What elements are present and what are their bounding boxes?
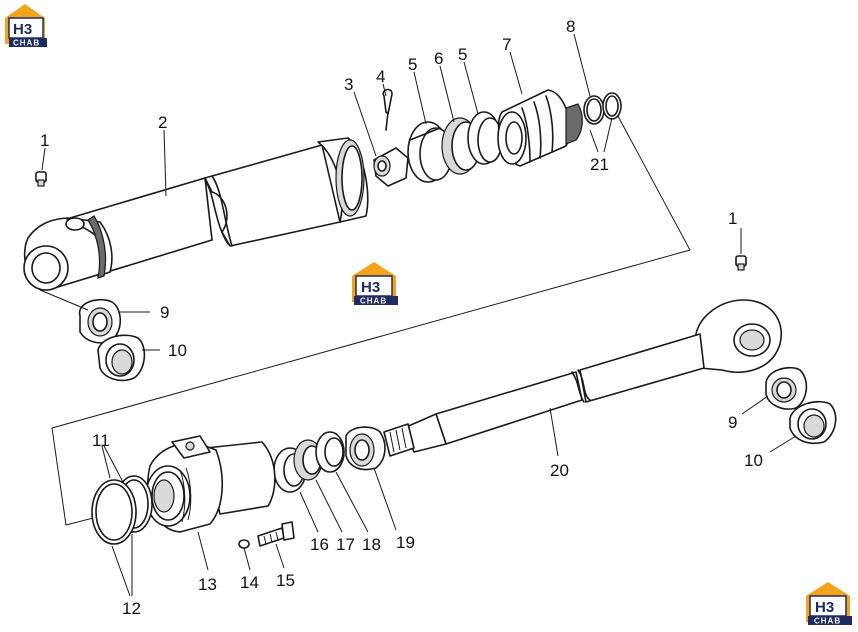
backup-ring-12	[91, 479, 137, 545]
wear-ring-18	[315, 431, 345, 473]
buffer-ring-17	[293, 439, 323, 481]
logo-mark: H3	[361, 279, 380, 296]
callout-3: 3	[344, 75, 353, 94]
logo-center: H3 CHAB	[352, 262, 398, 306]
lock-nut	[373, 147, 409, 187]
callout-1-top: 1	[40, 131, 49, 150]
cylinder-head	[145, 435, 276, 533]
callout-1-rod: 1	[728, 209, 737, 228]
callout-5a: 5	[408, 55, 417, 74]
piston-rod	[383, 299, 783, 457]
logo-mark: H3	[13, 21, 32, 38]
callout-19: 19	[396, 533, 415, 552]
callout-4: 4	[376, 67, 385, 86]
callout-7: 7	[502, 35, 511, 54]
callout-16: 16	[310, 535, 329, 554]
callout-5b: 5	[458, 45, 467, 64]
cylinder-barrel	[23, 137, 369, 291]
callout-17: 17	[336, 535, 355, 554]
callout-11: 11	[92, 431, 110, 450]
callouts: 1 2 3 4 5 6 5 7 8 21 9 10 1 9 10 20 11 1…	[40, 17, 763, 618]
o-ring-8	[583, 95, 605, 125]
logo-word: CHAB	[360, 297, 387, 306]
spherical-bearing-top	[78, 298, 122, 344]
piston-ring-5b	[467, 111, 503, 165]
callout-10-rod: 10	[744, 451, 763, 470]
callout-6: 6	[434, 49, 443, 68]
bolt-15	[257, 521, 295, 547]
callout-12: 12	[122, 599, 141, 618]
callout-18: 18	[362, 535, 381, 554]
cotter-pin	[382, 88, 393, 131]
callout-13: 13	[198, 575, 217, 594]
lock-washer-14	[238, 539, 250, 549]
spherical-bearing-rod	[765, 366, 808, 410]
grease-fitting-rod	[735, 255, 747, 271]
backup-ring-21	[602, 92, 622, 120]
callout-14: 14	[240, 573, 259, 592]
logo-mark: H3	[815, 599, 834, 616]
callout-8: 8	[566, 17, 575, 36]
callout-15: 15	[276, 571, 295, 590]
grease-fitting-top	[35, 171, 47, 187]
callout-10-top: 10	[168, 341, 187, 360]
dust-seal-top	[97, 334, 146, 382]
dust-seal-rod	[789, 400, 837, 444]
wiper-19	[345, 426, 386, 471]
piston	[497, 89, 583, 167]
callout-9-top: 9	[160, 303, 169, 322]
logo-word: CHAB	[13, 39, 40, 48]
callout-2: 2	[158, 113, 167, 132]
leader-lines	[39, 33, 797, 597]
logo-top-left: H3 CHAB	[5, 4, 47, 48]
logo-word: CHAB	[814, 617, 841, 626]
callout-21: 21	[590, 155, 609, 174]
callout-9-rod: 9	[728, 413, 737, 432]
logo-bottom-right: H3 CHAB	[806, 582, 852, 626]
callout-20: 20	[550, 461, 569, 480]
